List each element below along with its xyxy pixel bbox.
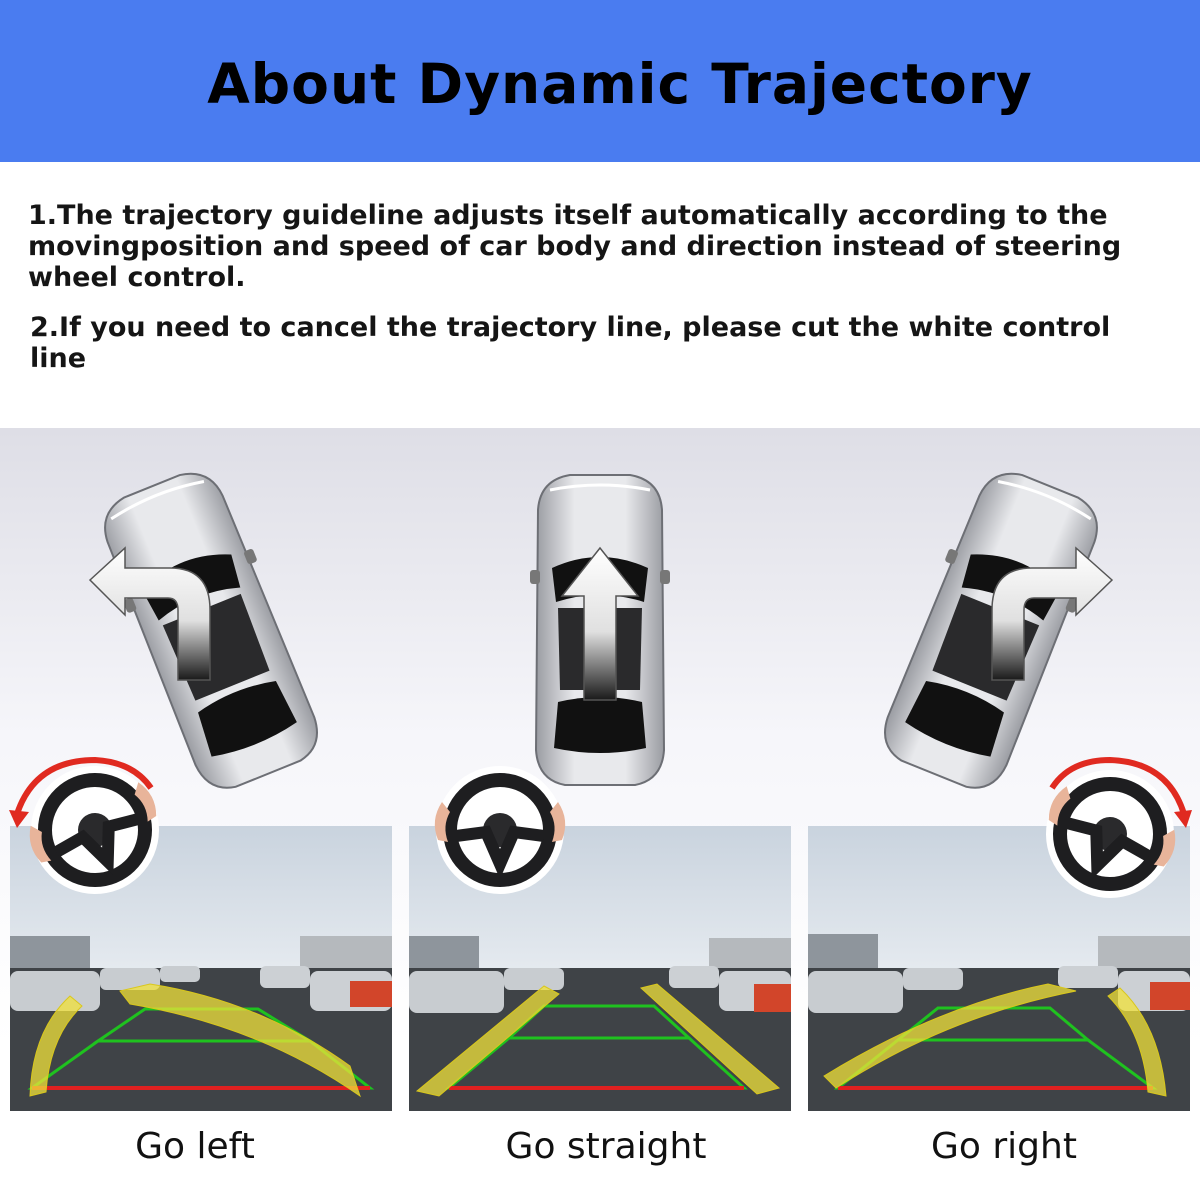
turn-left-arrow-icon (88, 546, 211, 681)
car-turning-left-icon (85, 470, 320, 790)
page-title: About Dynamic Trajectory (207, 52, 1033, 116)
caption-go-right: Go right (931, 1126, 1077, 1167)
car-straight-icon (528, 473, 672, 787)
car-turning-right-icon (880, 470, 1117, 790)
note-1: 1.The trajectory guideline adjusts itsel… (28, 200, 1122, 293)
camera-view-right (808, 826, 1190, 1111)
steering-wheel-turn-left-icon (5, 748, 175, 898)
caption-go-straight: Go straight (505, 1126, 707, 1167)
camera-view-left (10, 826, 392, 1111)
steering-wheel-straight-icon (418, 748, 588, 898)
title-banner: About Dynamic Trajectory (0, 0, 1200, 162)
note-2: 2.If you need to cancel the trajectory l… (30, 312, 1111, 374)
caption-go-left: Go left (135, 1126, 255, 1167)
steering-wheel-turn-right-icon (1028, 748, 1198, 898)
turn-right-arrow-icon (991, 546, 1114, 681)
straight-arrow-icon (560, 546, 640, 701)
notes-section (0, 162, 1200, 428)
